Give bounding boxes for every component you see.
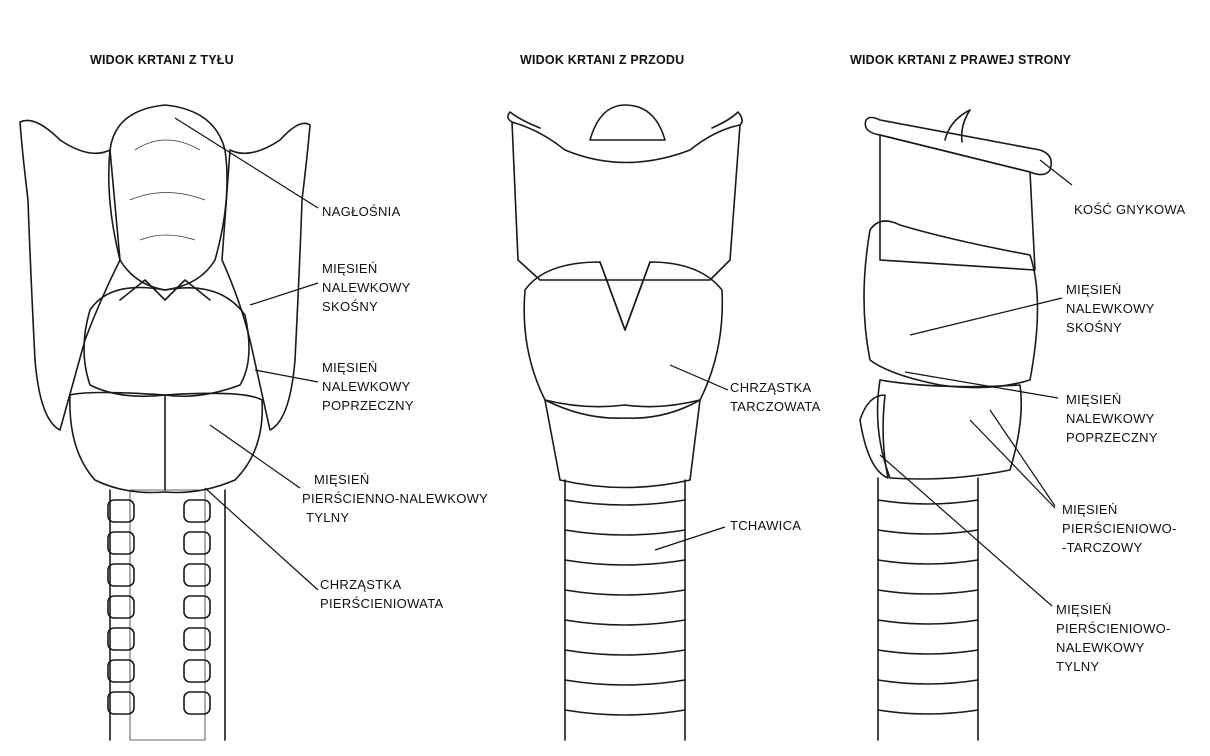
label-back-nalewkowy-skosny: MIĘSIEŃ NALEWKOWY SKOŚNY [322,259,411,316]
label-line: NALEWKOWY [322,278,411,297]
label-line: MIĘSIEŃ [1066,280,1155,299]
label-line: NALEWKOWY [1066,299,1155,318]
label-line: CHRZĄSTKA [730,378,821,397]
label-front-tchawica: TCHAWICA [730,516,801,535]
title-right-view: WIDOK KRTANI Z PRAWEJ STRONY [850,53,1071,67]
label-line: POPRZECZNY [322,396,414,415]
label-right-pierscieniowo-tarczowy: MIĘSIEŃ PIERŚCIENIOWO- -TARCZOWY [1062,500,1177,557]
title-front-view: WIDOK KRTANI Z PRZODU [520,53,684,67]
label-line: KOŚĆ GNYKOWA [1074,200,1185,219]
label-line: NALEWKOWY [322,377,414,396]
title-back-view: WIDOK KRTANI Z TYŁU [90,53,234,67]
label-line: SKOŚNY [1066,318,1155,337]
label-line: MIĘSIEŃ [1062,500,1177,519]
label-line: PIERŚCIENIOWO- [1056,619,1171,638]
label-line: NAGŁOŚNIA [322,202,401,221]
front-view-illustration [508,105,742,740]
label-line: PIERŚCIENNO-NALEWKOWY [302,489,488,508]
label-line: MIĘSIEŃ [322,358,414,377]
label-line: SKOŚNY [322,297,411,316]
label-right-nalewkowy-poprzeczny: MIĘSIEŃ NALEWKOWY POPRZECZNY [1066,390,1158,447]
label-right-pierscieniowo-nalewkowy-tylny: MIĘSIEŃ PIERŚCIENIOWO- NALEWKOWY TYLNY [1056,600,1171,676]
front-leader-lines [655,365,728,550]
label-line: TCHAWICA [730,516,801,535]
label-line: TYLNY [1056,657,1171,676]
label-line: NALEWKOWY [1056,638,1171,657]
label-line: NALEWKOWY [1066,409,1158,428]
label-line: MIĘSIEŃ [1056,600,1171,619]
label-line: MIĘSIEŃ [302,470,488,489]
label-line: POPRZECZNY [1066,428,1158,447]
label-back-chrzastka-pierscieniowata: CHRZĄSTKA PIERŚCIENIOWATA [320,575,443,613]
label-back-pierscienno-nalewkowy-tylny: MIĘSIEŃ PIERŚCIENNO-NALEWKOWY TYLNY [302,470,488,527]
label-line: -TARCZOWY [1062,538,1177,557]
label-line: TARCZOWATA [730,397,821,416]
label-right-kosc-gnykowa: KOŚĆ GNYKOWA [1074,200,1185,219]
back-view-illustration [20,105,310,740]
label-line: MIĘSIEŃ [322,259,411,278]
label-line: TYLNY [302,508,488,527]
label-line: PIERŚCIENIOWO- [1062,519,1177,538]
label-front-chrzastka-tarczowata: CHRZĄSTKA TARCZOWATA [730,378,821,416]
label-back-nalewkowy-poprzeczny: MIĘSIEŃ NALEWKOWY POPRZECZNY [322,358,414,415]
right-view-illustration [860,110,1051,740]
back-leader-lines [175,118,318,590]
label-line: PIERŚCIENIOWATA [320,594,443,613]
label-line: CHRZĄSTKA [320,575,443,594]
label-naglosnia: NAGŁOŚNIA [322,202,401,221]
label-right-nalewkowy-skosny: MIĘSIEŃ NALEWKOWY SKOŚNY [1066,280,1155,337]
label-line: MIĘSIEŃ [1066,390,1158,409]
